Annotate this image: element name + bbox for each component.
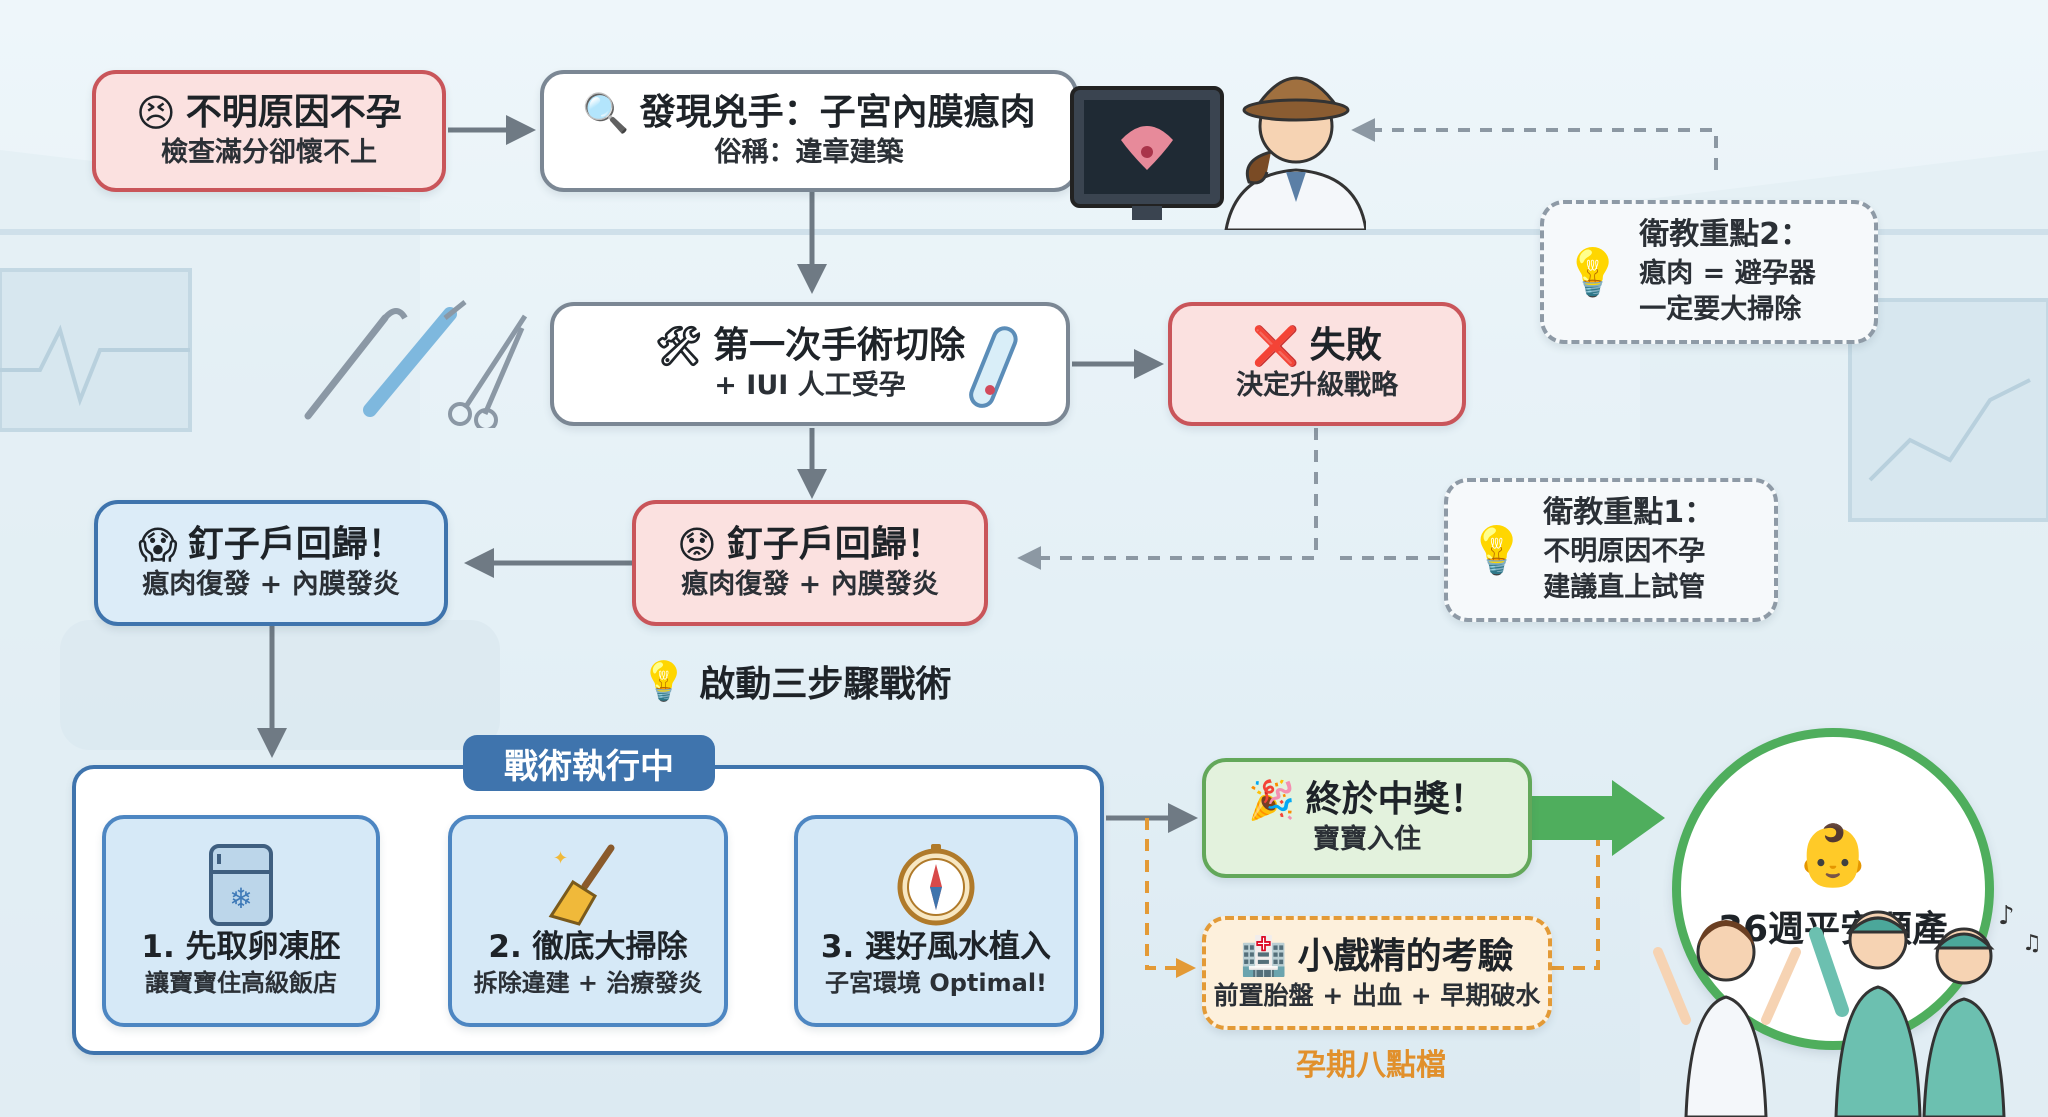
worried-face-icon: 😟	[677, 522, 717, 567]
celebrating-staff-illustration: ♪ ♫	[1653, 901, 2042, 1117]
tactics-frame-label: 戰術執行中	[463, 735, 715, 791]
node-success[interactable]: 🎉終於中獎！ 寶寶入住	[1202, 758, 1532, 878]
node-failed-title: 失敗	[1309, 325, 1382, 367]
node-relapse-center-subtitle: 瘜肉復發 + 內膜發炎	[681, 569, 939, 601]
node-infertility-title: 不明原因不孕	[185, 92, 402, 134]
tip-1-card[interactable]: 💡 衛教重點1： 不明原因不孕 建議直上試管	[1444, 478, 1778, 622]
detective-doctor-illustration	[1070, 76, 1366, 230]
magnifier-icon: 🔍	[582, 90, 630, 135]
lightbulb-icon: 💡	[1564, 245, 1622, 299]
test-tube-icon	[969, 326, 1018, 408]
node-relapse-center-title: 釘子戶回歸！	[726, 524, 943, 566]
step-3-subtitle: 子宮環境 Optimal!	[824, 969, 1047, 998]
compass-icon	[897, 844, 975, 926]
node-trial[interactable]: 🏥小戲精的考驗 前置胎盤 + 出血 + 早期破水	[1202, 916, 1552, 1030]
node-relapse-left[interactable]: 😱釘子戶回歸！ 瘜肉復發 + 內膜發炎	[94, 500, 448, 626]
hospital-icon: 🏥	[1240, 934, 1288, 979]
broom-icon: ✦	[548, 844, 615, 927]
svg-text:❄: ❄	[229, 882, 252, 915]
green-arrow-to-birth	[1532, 780, 1665, 856]
step-2-title: 2. 徹底大掃除	[488, 929, 688, 966]
tip-1-title: 衛教重點1：	[1543, 495, 1715, 531]
node-found-culprit[interactable]: 🔍發現兇手：子宮內膜瘜肉 俗稱：違章建築	[540, 70, 1078, 192]
node-surgery-subtitle: + IUI 人工受孕	[714, 370, 906, 402]
lightbulb-icon: 💡	[1468, 523, 1526, 577]
dashed-arrow-failed	[1017, 428, 1318, 570]
step-3-card[interactable]: 3. 選好風水植入 子宮環境 Optimal!	[794, 815, 1078, 1027]
node-found-title: 發現兇手：子宮內膜瘜肉	[639, 92, 1036, 134]
node-relapse-left-title: 釘子戶回歸！	[187, 524, 404, 566]
step-1-card[interactable]: ❄ 1. 先取卵凍胚 讓寶寶住高級飯店	[102, 815, 380, 1027]
cross-mark-icon: ❌	[1252, 323, 1300, 368]
screaming-face-icon: 😱	[138, 522, 178, 567]
node-birth-title: 36週平安順產	[1717, 909, 1949, 950]
tip-2-line1: 瘜肉 = 避孕器	[1639, 257, 1816, 289]
tip-1-line1: 不明原因不孕	[1543, 535, 1706, 567]
party-popper-icon: 🎉	[1248, 777, 1296, 822]
svg-text:♪: ♪	[1998, 901, 2015, 931]
node-trial-subtitle: 前置胎盤 + 出血 + 早期破水	[1213, 980, 1541, 1010]
node-failed-subtitle: 決定升級戰略	[1236, 370, 1398, 402]
node-surgery-title: 第一次手術切除	[713, 325, 966, 367]
node-relapse-left-subtitle: 瘜肉復發 + 內膜發炎	[142, 569, 400, 601]
tip-2-line2: 一定要大掃除	[1639, 294, 1802, 326]
trial-caption: 孕期八點檔	[1296, 1048, 1446, 1083]
surgical-tools-illustration	[304, 300, 528, 428]
svg-text:♫: ♫	[2022, 931, 2042, 956]
dashed-line-trial-to-birth	[1552, 840, 1600, 970]
node-trial-title: 小戲精的考驗	[1297, 935, 1514, 977]
fridge-icon: ❄	[209, 844, 273, 927]
tools-icon: 🛠	[654, 323, 704, 368]
tip-2-card[interactable]: 💡 衛教重點2： 瘜肉 = 避孕器 一定要大掃除	[1540, 200, 1878, 344]
node-failed[interactable]: ❌失敗 決定升級戰略	[1168, 302, 1466, 426]
step-1-title: 1. 先取卵凍胚	[141, 929, 341, 966]
dashed-arrow-to-trial	[1145, 818, 1196, 978]
lightbulb-icon: 💡	[640, 659, 688, 703]
step-2-card[interactable]: ✦ 2. 徹底大掃除 拆除違建 + 治療發炎	[448, 815, 728, 1027]
tip-2-title: 衛教重點2：	[1639, 217, 1811, 253]
step-1-subtitle: 讓寶寶住高級飯店	[145, 969, 337, 998]
tactics-launch-text: 啟動三步驟戰術	[699, 664, 952, 705]
node-infertility[interactable]: 😣不明原因不孕 檢查滿分卻懷不上	[92, 70, 446, 192]
tip-1-line2: 建議直上試管	[1543, 572, 1706, 604]
baby-face-icon: 👶	[1795, 821, 1871, 891]
node-relapse-center[interactable]: 😟釘子戶回歸！ 瘜肉復發 + 內膜發炎	[632, 500, 988, 626]
dashed-arrow-tip2	[1351, 118, 1718, 170]
tactics-launch-label: 💡 啟動三步驟戰術	[640, 655, 951, 707]
node-success-subtitle: 寶寶入住	[1313, 824, 1421, 856]
step-3-title: 3. 選好風水植入	[820, 929, 1052, 966]
confounded-face-icon: 😣	[136, 90, 176, 135]
node-found-subtitle: 俗稱：違章建築	[714, 137, 904, 169]
step-2-subtitle: 拆除違建 + 治療發炎	[473, 969, 703, 998]
node-infertility-subtitle: 檢查滿分卻懷不上	[161, 137, 377, 169]
svg-text:✦: ✦	[553, 848, 568, 869]
node-success-title: 終於中獎！	[1305, 779, 1486, 821]
